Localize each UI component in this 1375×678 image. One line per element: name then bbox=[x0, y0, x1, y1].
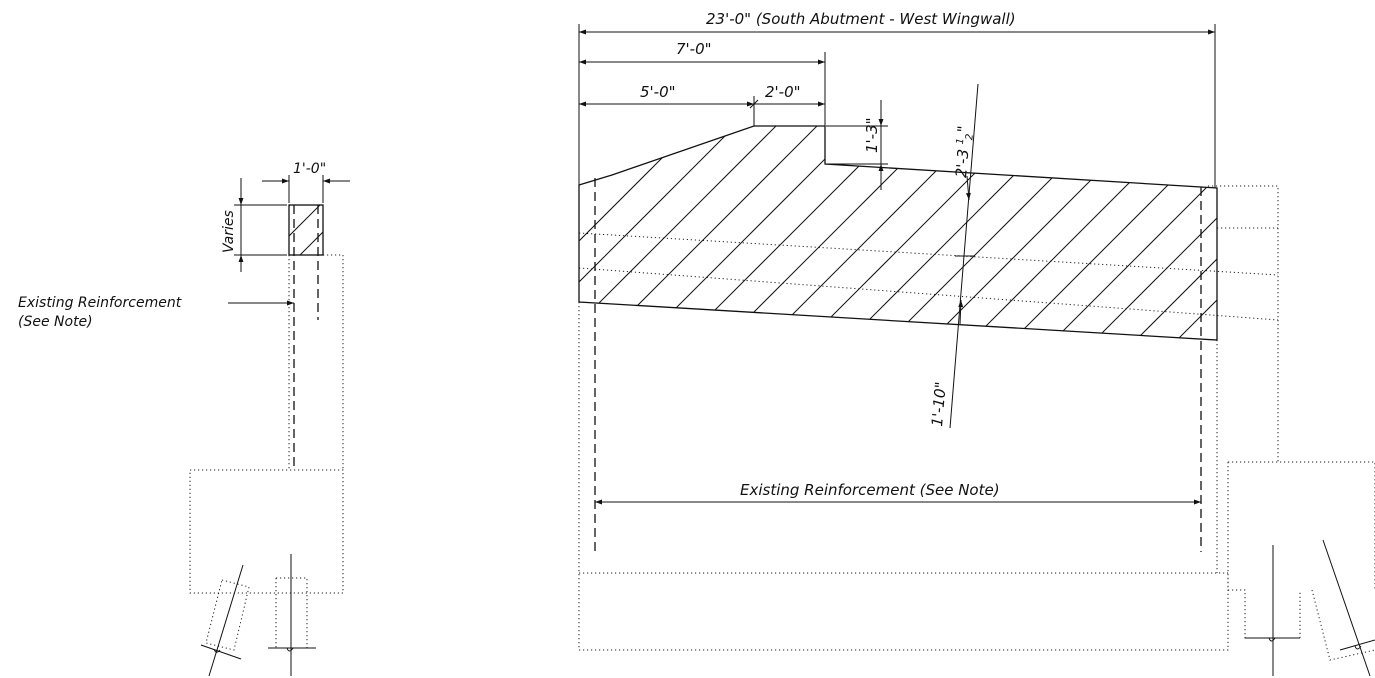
section-detail: 1'-0" Varies Existing Reinforcement (See… bbox=[18, 161, 350, 677]
dim-step-label: 1'-3" bbox=[863, 117, 881, 153]
cap-hatch bbox=[289, 205, 323, 255]
dim-2ft-label: 2'-0" bbox=[765, 83, 801, 101]
existing-pile-vertical bbox=[268, 554, 316, 676]
dim-depth-frac-num: 1 bbox=[955, 138, 967, 145]
width-dim-label: 1'-0" bbox=[293, 161, 326, 177]
reinforcement-dim-label: Existing Reinforcement (See Note) bbox=[740, 481, 1000, 499]
cap-hatch bbox=[579, 126, 1217, 340]
height-dim-label: Varies bbox=[221, 210, 237, 253]
dim-height bbox=[234, 178, 287, 272]
dim-depth-inch: " bbox=[954, 125, 973, 133]
existing-stem-outline bbox=[288, 254, 344, 470]
wingwall-elevation: 23'-0" (South Abutment - West Wingwall) … bbox=[578, 10, 1375, 677]
abutment-piles bbox=[1245, 539, 1375, 677]
dim-depth-right-label: 1'-10" bbox=[928, 381, 950, 427]
new-concrete-cap bbox=[288, 204, 324, 256]
dim-7ft-label: 7'-0" bbox=[676, 40, 712, 58]
new-concrete-cap bbox=[578, 125, 1218, 341]
reinforcement-label: Existing Reinforcement bbox=[18, 295, 182, 311]
dim-depth-frac-den: 2 bbox=[964, 133, 976, 140]
dim-depth-arrow-top bbox=[965, 175, 971, 201]
overall-dim-label: 23'-0" (South Abutment - West Wingwall) bbox=[706, 10, 1016, 28]
existing-wall-outline bbox=[578, 302, 1229, 651]
existing-abutment-wall bbox=[1227, 461, 1375, 661]
existing-footing bbox=[189, 469, 344, 594]
dim-width bbox=[262, 175, 350, 203]
dim-step bbox=[826, 100, 888, 190]
existing-pile-battered bbox=[200, 564, 250, 677]
dim-tick bbox=[749, 99, 759, 109]
dim-depth-left-group: 2'-3 1 2 " bbox=[952, 125, 976, 178]
dim-5ft-label: 5'-0" bbox=[640, 83, 676, 101]
dim-depth-left-label: 2'-3 bbox=[952, 148, 972, 178]
reinforcement-note: (See Note) bbox=[18, 314, 93, 330]
dim-depth-arrow-bottom bbox=[958, 299, 964, 325]
